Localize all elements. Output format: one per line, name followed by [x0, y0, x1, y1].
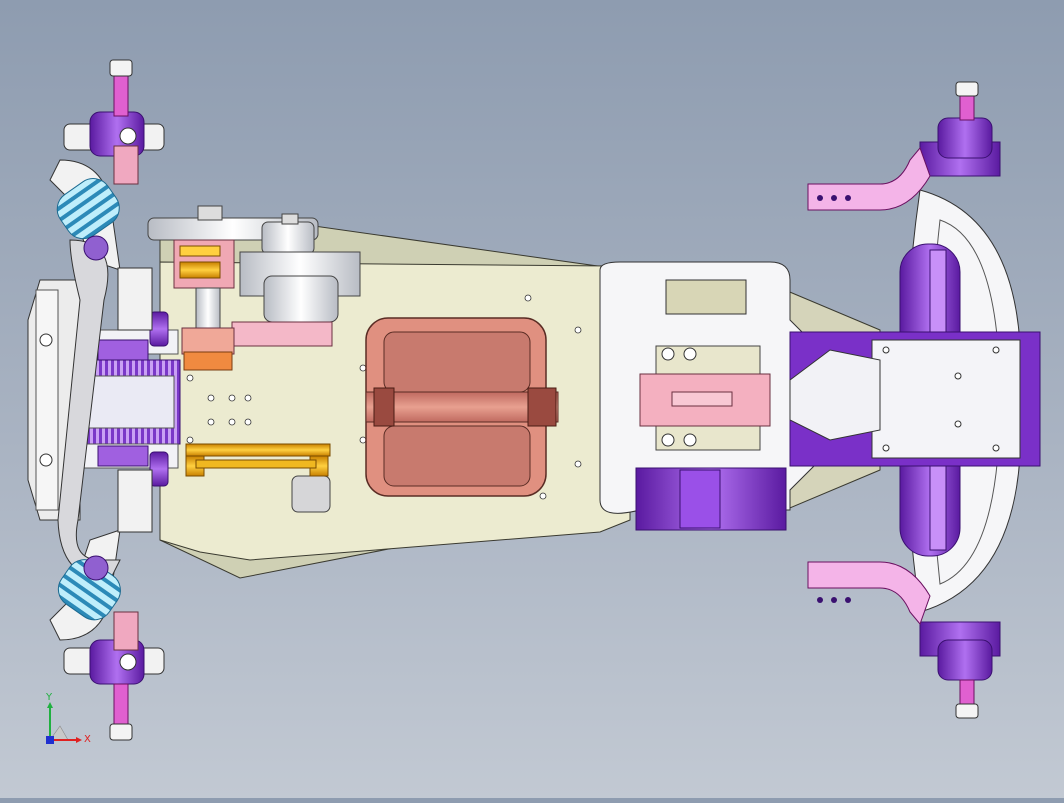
motor-mount[interactable] [147, 205, 361, 371]
rear-bumper[interactable] [789, 189, 1041, 613]
z-axis-icon [46, 736, 54, 744]
front-hub-top[interactable] [63, 59, 165, 185]
steering-arm-bottom[interactable] [807, 561, 931, 625]
coil-spring-bottom[interactable] [51, 553, 127, 627]
y-axis-label: Y [46, 692, 53, 703]
rear-hub-top[interactable] [919, 81, 1001, 177]
servo[interactable] [635, 467, 787, 531]
steering-arm-top[interactable] [807, 147, 931, 211]
x-axis-label: X [84, 734, 91, 745]
gold-brace[interactable] [185, 443, 331, 477]
battery-tray[interactable] [365, 317, 559, 497]
front-hub-bottom[interactable] [63, 611, 165, 741]
servo-plate[interactable] [599, 261, 831, 514]
coil-spring-top[interactable] [50, 171, 126, 261]
rear-hub-bottom[interactable] [919, 621, 1001, 719]
coordinate-triad: Y X [38, 692, 98, 756]
